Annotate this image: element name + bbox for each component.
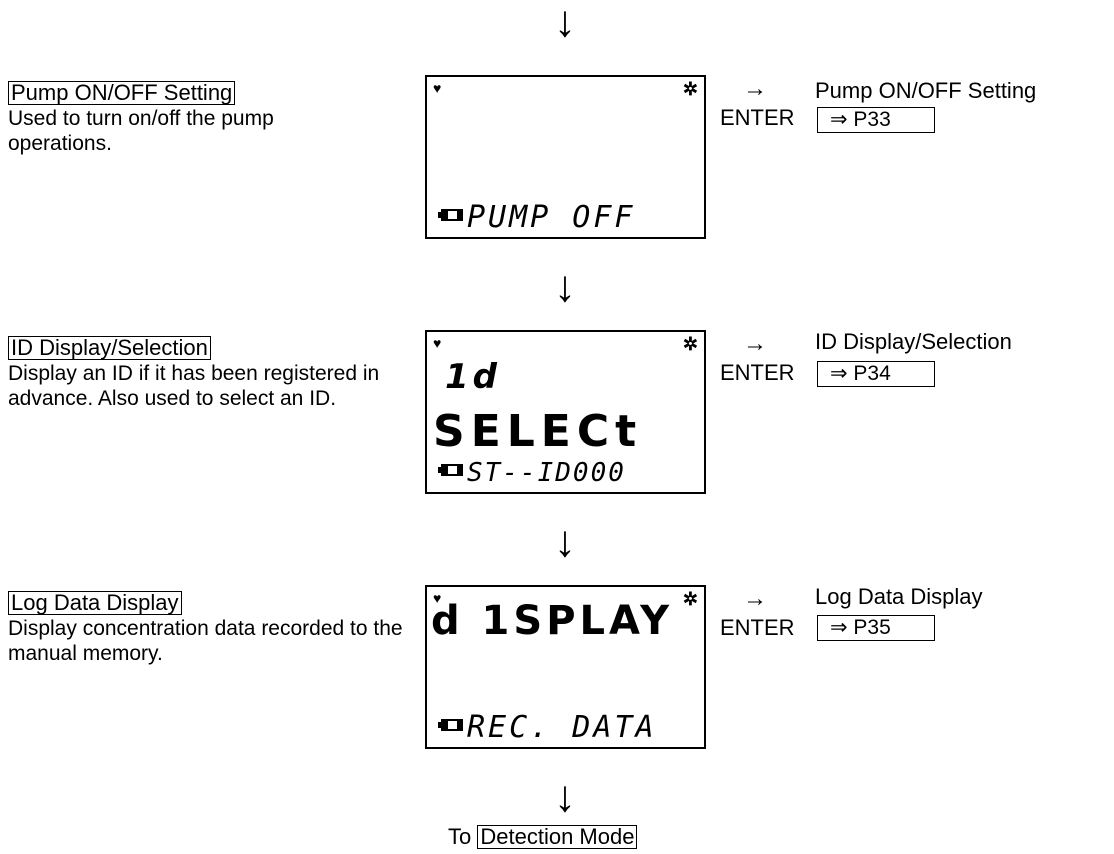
heart-icon: ♥ <box>433 80 442 96</box>
fan-icon: ✲ <box>682 79 698 99</box>
lcd-log: ♥ ✲ d 1SPLAY REC. DATA <box>425 585 706 749</box>
flow-arrow-top: ↓ <box>554 0 576 46</box>
step-pump-text: Pump ON/OFF Setting Used to turn on/off … <box>8 80 398 156</box>
lcd-pump: ♥ ✲ PUMP OFF <box>425 75 706 239</box>
fan-icon: ✲ <box>682 589 698 609</box>
enter-arrow: → <box>743 75 767 102</box>
ref-title: ID Display/Selection <box>815 329 1012 354</box>
lcd-line2: SELECt <box>433 406 643 457</box>
final-step: To Detection Mode <box>448 824 638 850</box>
step-id-text: ID Display/Selection Display an ID if it… <box>8 335 403 411</box>
page-ref-link[interactable]: ⇒ P34 <box>817 361 935 387</box>
page-ref-link[interactable]: ⇒ P35 <box>817 615 935 641</box>
final-prefix: To <box>448 824 472 849</box>
fan-icon: ✲ <box>682 334 698 354</box>
lcd-line1: 1d <box>445 357 501 397</box>
step-description: Used to turn on/off the pump operations. <box>8 107 274 155</box>
lcd-bottom-text: REC. DATA <box>467 710 657 745</box>
step-title[interactable]: Log Data Display <box>8 591 182 615</box>
heart-icon: ♥ <box>433 590 442 606</box>
battery-icon <box>438 719 463 731</box>
lcd-id: ♥ ✲ 1d SELECt ST--ID000 <box>425 330 706 494</box>
detection-mode-link[interactable]: Detection Mode <box>477 825 638 849</box>
step-log-text: Log Data Display Display concentration d… <box>8 590 408 666</box>
enter-label: ENTER <box>720 615 795 640</box>
step-title[interactable]: ID Display/Selection <box>8 336 211 360</box>
lcd-line1: d 1SPLAY <box>431 598 674 644</box>
enter-arrow: → <box>743 585 767 612</box>
enter-arrow: → <box>743 330 767 357</box>
lcd-bottom-text: ST--ID000 <box>467 458 626 488</box>
battery-icon <box>438 209 463 221</box>
heart-icon: ♥ <box>433 335 442 351</box>
battery-icon <box>438 464 463 476</box>
flow-arrow: ↓ <box>554 517 576 566</box>
step-description: Display concentration data recorded to t… <box>8 617 403 665</box>
flow-arrow: ↓ <box>554 262 576 311</box>
step-description: Display an ID if it has been registered … <box>8 362 380 410</box>
enter-label: ENTER <box>720 105 795 130</box>
enter-label: ENTER <box>720 360 795 385</box>
page-ref-link[interactable]: ⇒ P33 <box>817 107 935 133</box>
flow-arrow: ↓ <box>554 772 576 821</box>
ref-title: Log Data Display <box>815 584 983 609</box>
step-title[interactable]: Pump ON/OFF Setting <box>8 81 236 105</box>
ref-title: Pump ON/OFF Setting <box>815 78 1037 103</box>
lcd-bottom-text: PUMP OFF <box>467 200 636 235</box>
